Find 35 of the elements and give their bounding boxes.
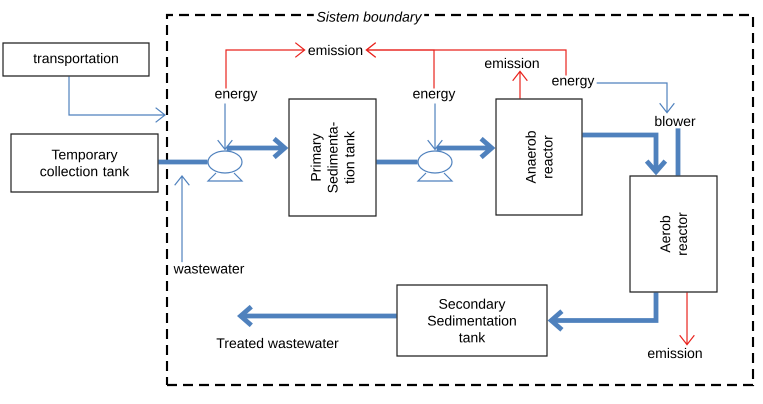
arrow [548,292,658,332]
reactor-box: Anaerob reactor [495,98,583,216]
process-box: transportation [2,42,150,77]
pump-symbol [206,150,244,182]
arrow [68,76,166,123]
process-box: Secondary Sedimentation tank [396,284,548,357]
arrow [237,304,396,328]
text-label: energy [413,90,456,102]
arrow [582,132,668,176]
process-box: Temporary collection tank [10,133,159,193]
reactor-box: Primary Sedimenta- tion tank [288,98,377,217]
text-label: emission [648,348,702,358]
arrow [217,104,233,150]
boundary-title: Sistem boundary [314,8,424,28]
arrow [436,136,496,160]
text-label: energy [552,78,594,88]
arrow [174,175,190,262]
arrow [596,82,675,114]
text-label: wastewater [174,264,244,274]
pump-symbol [416,150,454,182]
text-label: energy [215,90,258,102]
text-label: blower [655,116,696,126]
arrow [225,42,306,89]
arrow [226,136,288,160]
connector-line [376,160,418,164]
text-label: emission [484,58,539,68]
arrow [512,70,528,98]
edge-label: Treated wastewater [214,336,341,350]
arrow [427,104,443,150]
arrow [679,292,695,346]
arrow [365,42,567,76]
connector-line [676,128,680,176]
reactor-box: Aerob reactor [629,175,718,293]
text-label: emission [308,44,362,56]
connector-line [158,160,208,164]
